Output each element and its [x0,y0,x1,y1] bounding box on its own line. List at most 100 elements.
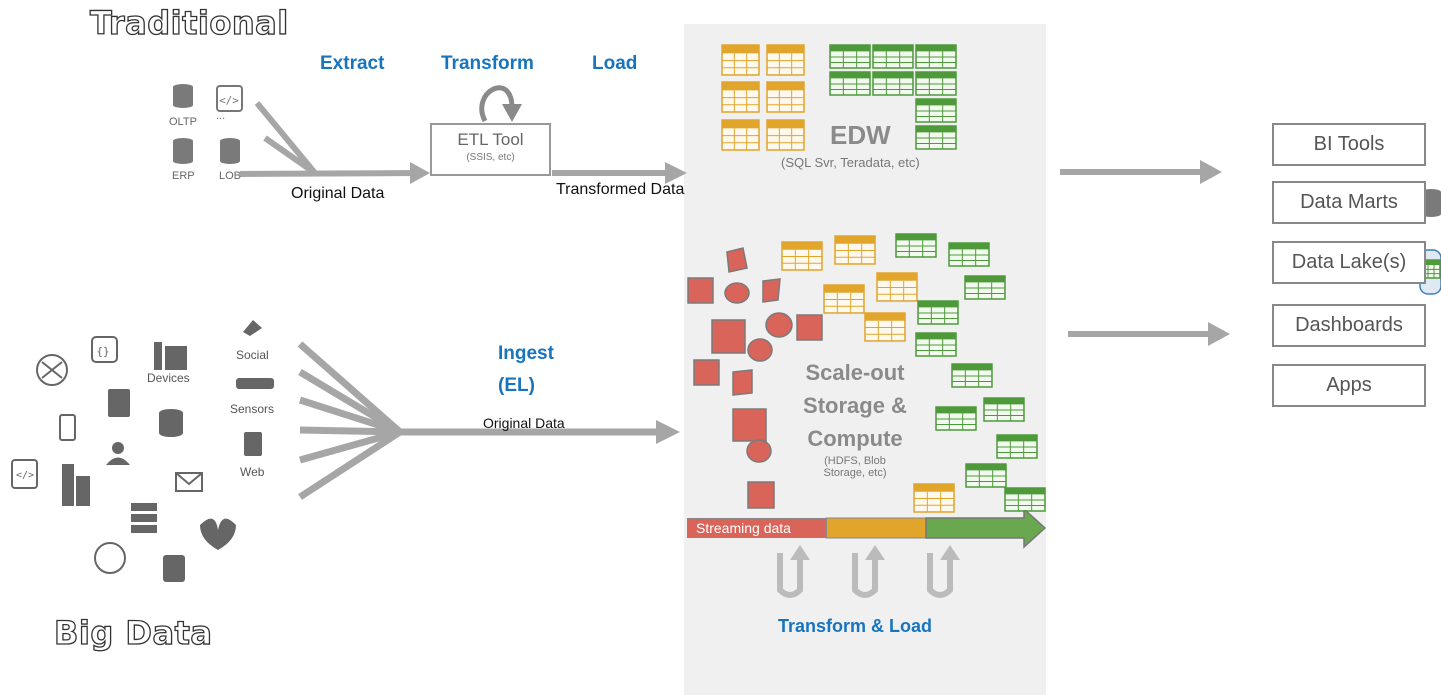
oltp-label: OLTP [169,116,197,128]
svg-text:{}: {} [96,345,109,358]
edw-title: EDW [830,120,891,150]
table-icon [829,44,871,69]
table-icon [876,272,918,302]
code-icon-2 [11,459,38,489]
output-data-marts: Data Marts [1272,181,1426,224]
table-icon [996,434,1038,459]
table-icon [917,300,959,325]
svg-text:</>: </> [16,470,34,481]
table-icon [895,233,937,258]
scale-out-sub2: Storage, etc) [823,467,887,479]
table-icon [935,406,977,431]
uturn-arrows [777,553,953,598]
bigdata-funnel [297,341,660,500]
building-icon [62,464,74,506]
json-icon [91,336,118,363]
transform-load-label: Transform & Load [778,616,933,636]
output-dashboards: Dashboards [1272,304,1426,347]
scale-out-line1: Scale-out [805,360,905,385]
etl-tool-subtitle: (SSIS, etc) [466,152,515,163]
transform-label: Transform [441,53,534,74]
db-icon [159,429,183,437]
edw-subtitle: (SQL Svr, Teradata, etc) [781,155,920,170]
unstructured-shapes [687,247,823,509]
table-icon [913,483,955,513]
output-apps: Apps [1272,364,1426,407]
heart-icon [200,518,236,550]
table-icon [948,242,990,267]
table-icon [766,119,805,151]
mail-flap [175,472,203,486]
scale-out-title: Scale-out Storage & Compute [790,356,920,455]
table-icon [781,241,823,271]
output-bi-tools: BI Tools [1272,123,1426,166]
social-label: Social [236,348,269,362]
web-label: Web [240,465,265,479]
table-icon [983,397,1025,422]
globe-lines [41,361,63,379]
document-icon [108,389,130,417]
scale-out-sub1: (HDFS, Blob [824,455,886,467]
table-icon [872,71,914,96]
scale-out-line2: Storage & [803,393,907,418]
data-marts-db-icon [1421,189,1441,217]
sensor-icon [236,378,274,389]
device-tower-icon [154,342,162,370]
table-icon [834,235,876,265]
extract-label: Extract [320,53,385,74]
table-icon [965,463,1007,488]
mail-icon [175,472,203,492]
svg-text:</>: </> [219,94,239,107]
scale-out-line3: Compute [807,426,903,451]
traditional-title: Traditional [89,3,289,42]
device-grid-icon [165,346,187,370]
table-icon [829,71,871,96]
erp-db-icon [173,138,193,164]
arrow-to-etl [410,162,430,184]
table-icon [721,44,760,76]
table-icon [872,44,914,69]
sensors-label: Sensors [230,402,275,416]
table-icon [915,44,957,69]
original-data-small-label: Original Data [483,415,565,431]
table-icon [721,119,760,151]
web-icon [244,432,262,456]
table-icon [915,98,957,123]
sql-db-icon [163,555,185,582]
scale-out-subtitle: (HDFS, Blob Storage, etc) [815,455,895,479]
big-data-title: Big Data [53,613,213,652]
output-data-lakes: Data Lake(s) [1272,241,1426,284]
traditional-funnel [239,101,421,177]
ingest-label: Ingest [498,343,554,364]
server-icon [131,525,157,533]
lob-label: LOB [219,170,242,182]
table-icon [951,363,993,388]
social-bird-icon [243,320,262,336]
transformed-data-label: Transformed Data [556,181,685,198]
el-label: (EL) [498,375,535,396]
globe-icon [36,354,68,386]
arrow-head-edw [665,162,687,184]
user-icon [112,442,124,454]
table-icon [964,275,1006,300]
arrow-to-storage [656,420,680,444]
etl-tool-title: ETL Tool [457,130,524,149]
table-icon [915,71,957,96]
load-label: Load [592,53,638,74]
original-data-label: Original Data [291,185,385,202]
table-icon [915,332,957,357]
lob-db-icon [220,138,240,164]
streaming-data-bar: Streaming data [687,518,827,538]
table-icon [766,81,805,113]
table-icon [1004,487,1046,512]
devices-label: Devices [147,371,190,385]
etl-tool-box: ETL Tool (SSIS, etc) [430,123,551,176]
table-icon [915,125,957,150]
phone-icon [59,414,76,441]
code-icon: </> [216,85,243,112]
oltp-db-icon [173,84,193,108]
erp-label: ERP [172,170,195,182]
table-icon [823,284,865,314]
